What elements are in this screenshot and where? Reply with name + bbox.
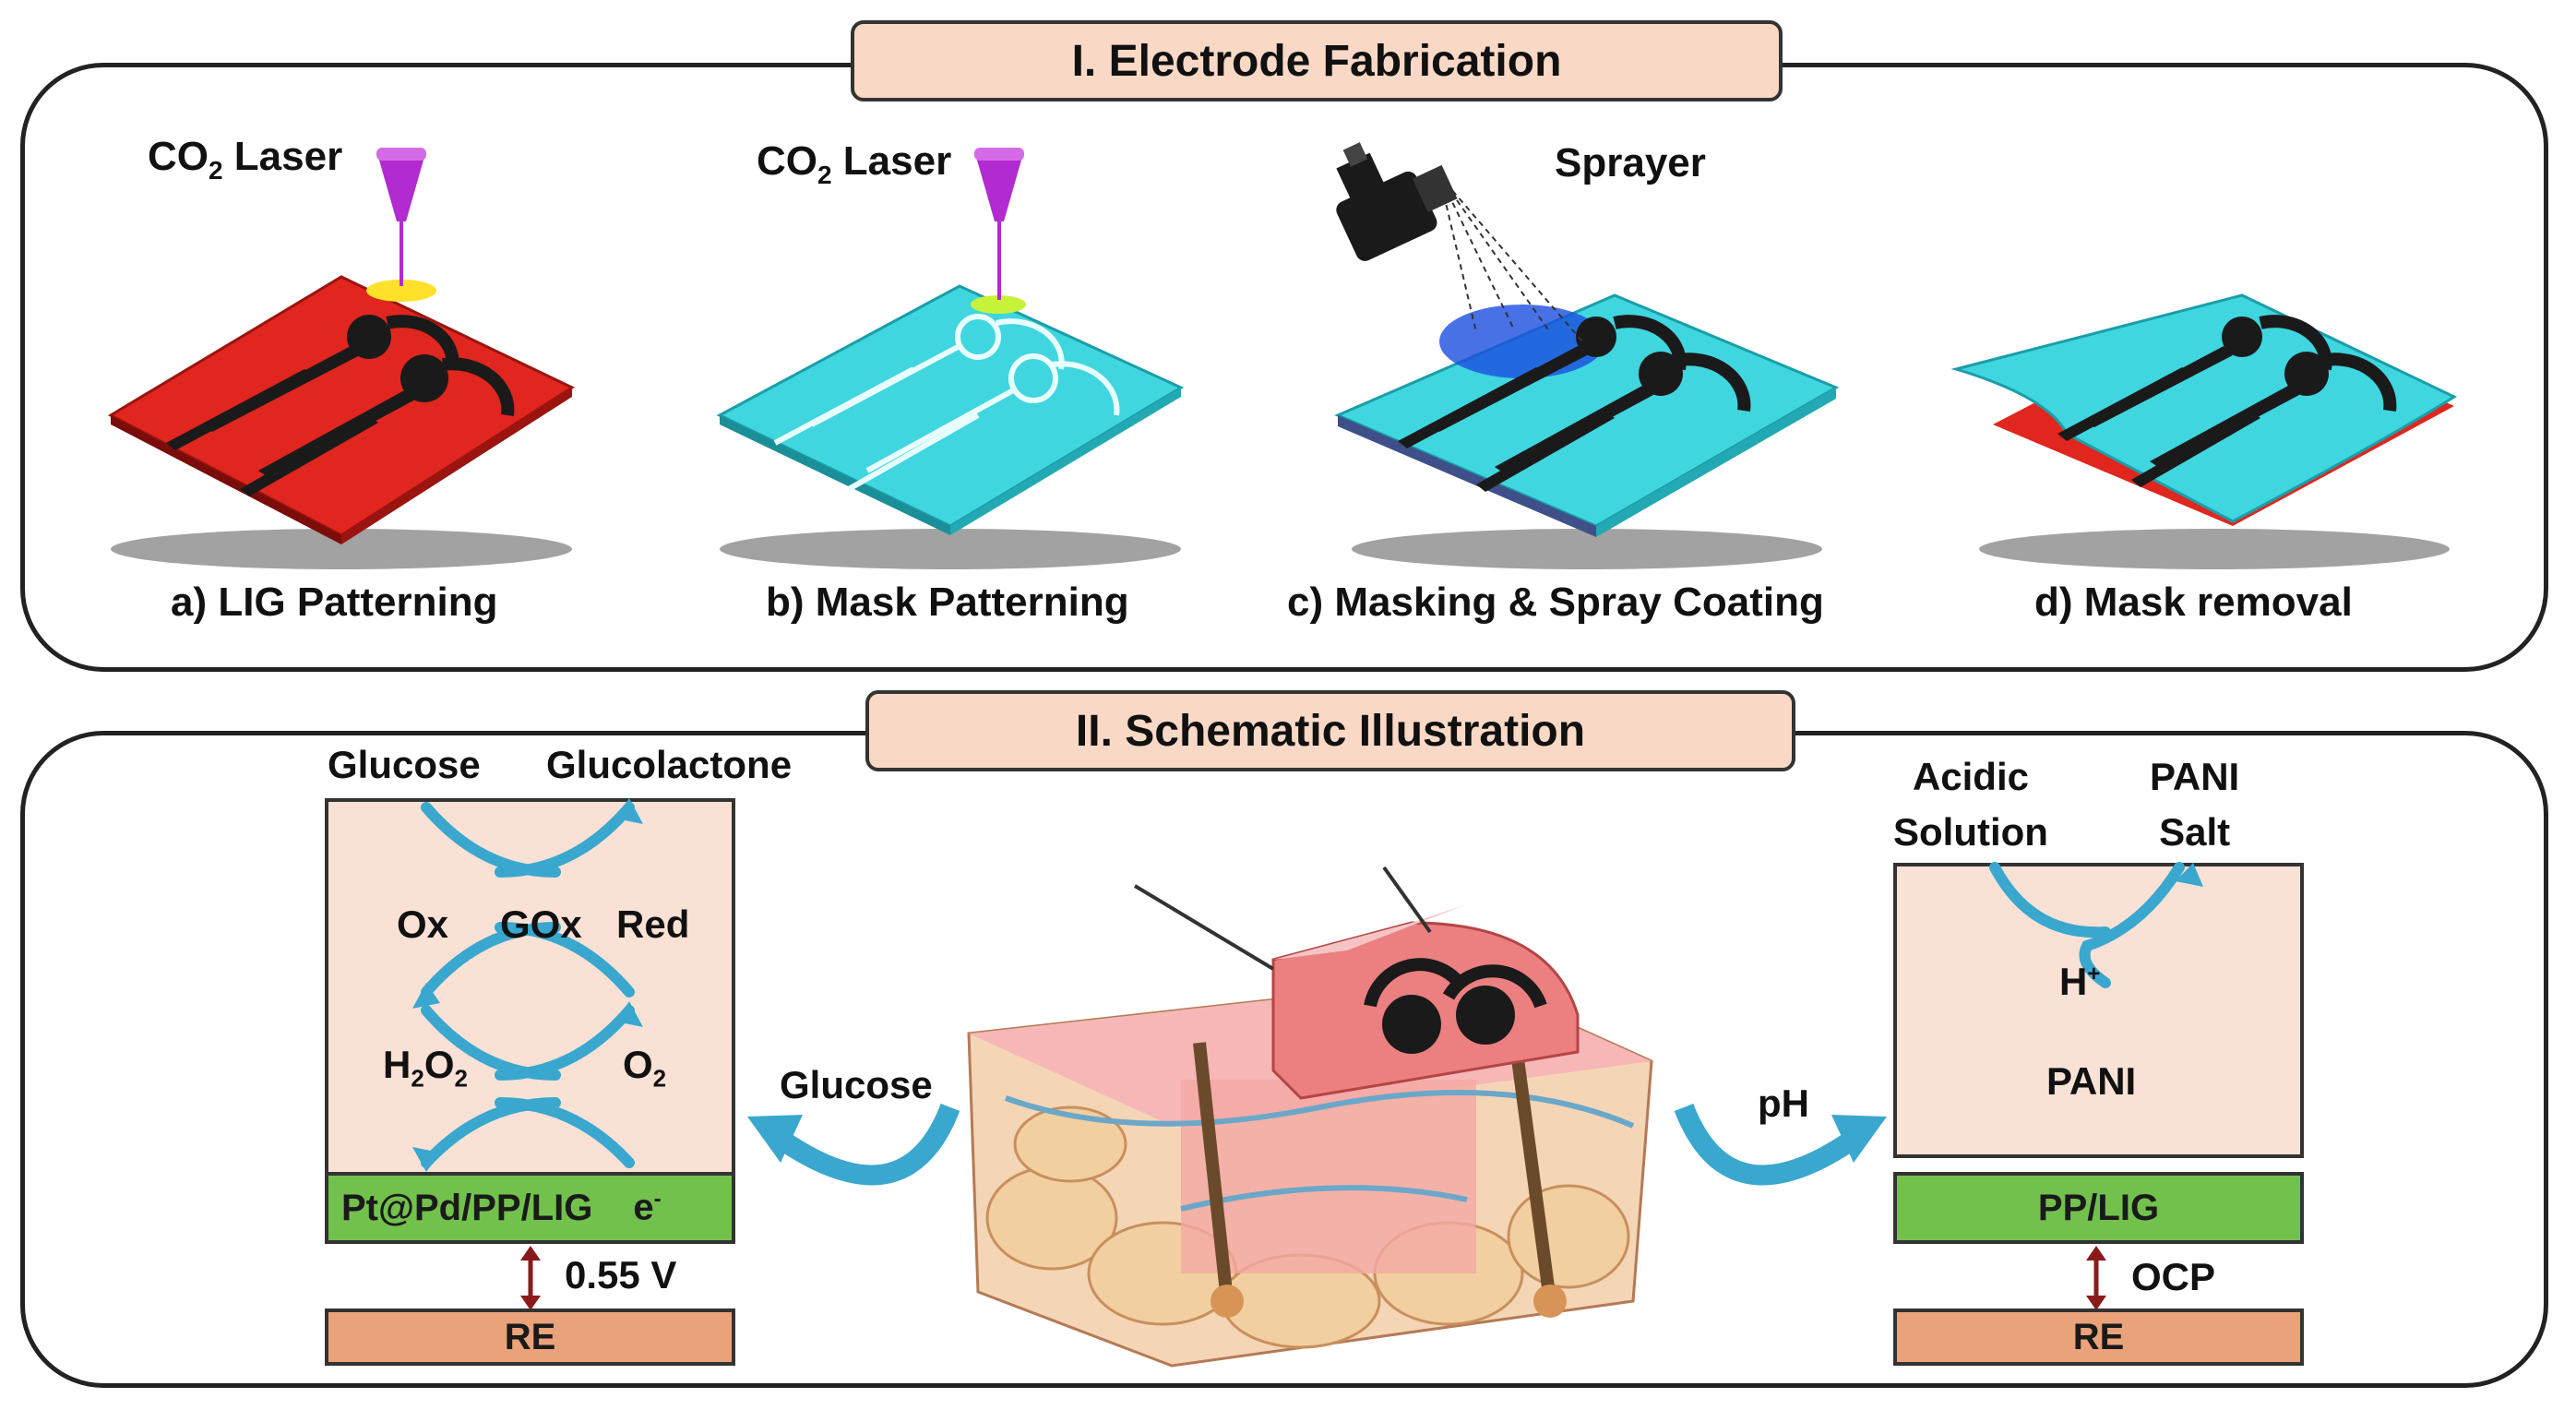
step-a-caption: a) LIG Patterning xyxy=(171,580,498,625)
pani-label: PANI xyxy=(2046,1059,2137,1103)
glucose-electrode-label: Pt@Pd/PP/LIG xyxy=(341,1187,593,1228)
ph-electrode-label: PP/LIG xyxy=(2037,1187,2160,1228)
glucose-flow-arrow xyxy=(747,1103,960,1186)
ph-arrow-label: pH xyxy=(1758,1081,1809,1125)
glucose-electrode-layer: Pt@Pd/PP/LIG e- xyxy=(325,1172,735,1244)
glucose-sensor-cell xyxy=(325,798,735,1177)
mask-removal-illustration xyxy=(1950,293,2458,569)
ph-electrode-layer: PP/LIG xyxy=(1893,1172,2304,1244)
glucose-voltage-arrow xyxy=(520,1246,541,1310)
glucose-top-label: Glucose xyxy=(328,743,481,786)
ph-reference-electrode: RE xyxy=(1893,1308,2304,1366)
lig-patterning-illustration xyxy=(107,148,576,569)
step-b-caption: b) Mask Patterning xyxy=(766,580,1129,625)
mask-patterning-illustration xyxy=(716,148,1185,569)
ox-label: Ox xyxy=(397,902,449,946)
electron-label: e- xyxy=(633,1187,662,1228)
skin-patch-illustration xyxy=(967,866,1653,1368)
laser-label-b: CO2 Laser xyxy=(757,138,952,189)
glucose-redox-arrows xyxy=(412,798,643,1172)
schematic-title: II. Schematic Illustration xyxy=(865,690,1795,771)
ph-sensor-cell xyxy=(1893,863,2304,1158)
glucolactone-top-label: Glucolactone xyxy=(546,743,793,786)
pani-salt-label: PANI Salt xyxy=(2150,755,2240,854)
glucose-reference-electrode: RE xyxy=(325,1308,735,1366)
fabrication-title: I. Electrode Fabrication xyxy=(851,20,1783,102)
sprayer-label: Sprayer xyxy=(1555,140,1706,185)
ph-flow-arrow xyxy=(1674,1103,1887,1186)
voltage-label: 0.55 V xyxy=(565,1253,677,1296)
ocp-label: OCP xyxy=(2131,1255,2216,1298)
hplus-label: H+ xyxy=(2059,960,2101,1003)
gox-label: GOx xyxy=(500,902,582,946)
h2o2-label: H2O2 xyxy=(383,1043,468,1093)
red-label: Red xyxy=(616,902,690,946)
acidic-solution-label: Acidic Solution xyxy=(1893,755,2048,854)
ph-ocp-arrow xyxy=(2086,1246,2106,1310)
step-d-caption: d) Mask removal xyxy=(2034,580,2353,625)
ph-reaction-arrows xyxy=(1989,862,2203,988)
step-c-caption: c) Masking & Spray Coating xyxy=(1287,580,1824,625)
glucose-arrow-label: Glucose xyxy=(780,1063,933,1106)
laser-label-a: CO2 Laser xyxy=(148,134,343,185)
o2-label: O2 xyxy=(623,1043,667,1093)
spray-coating-illustration xyxy=(1334,142,1840,569)
